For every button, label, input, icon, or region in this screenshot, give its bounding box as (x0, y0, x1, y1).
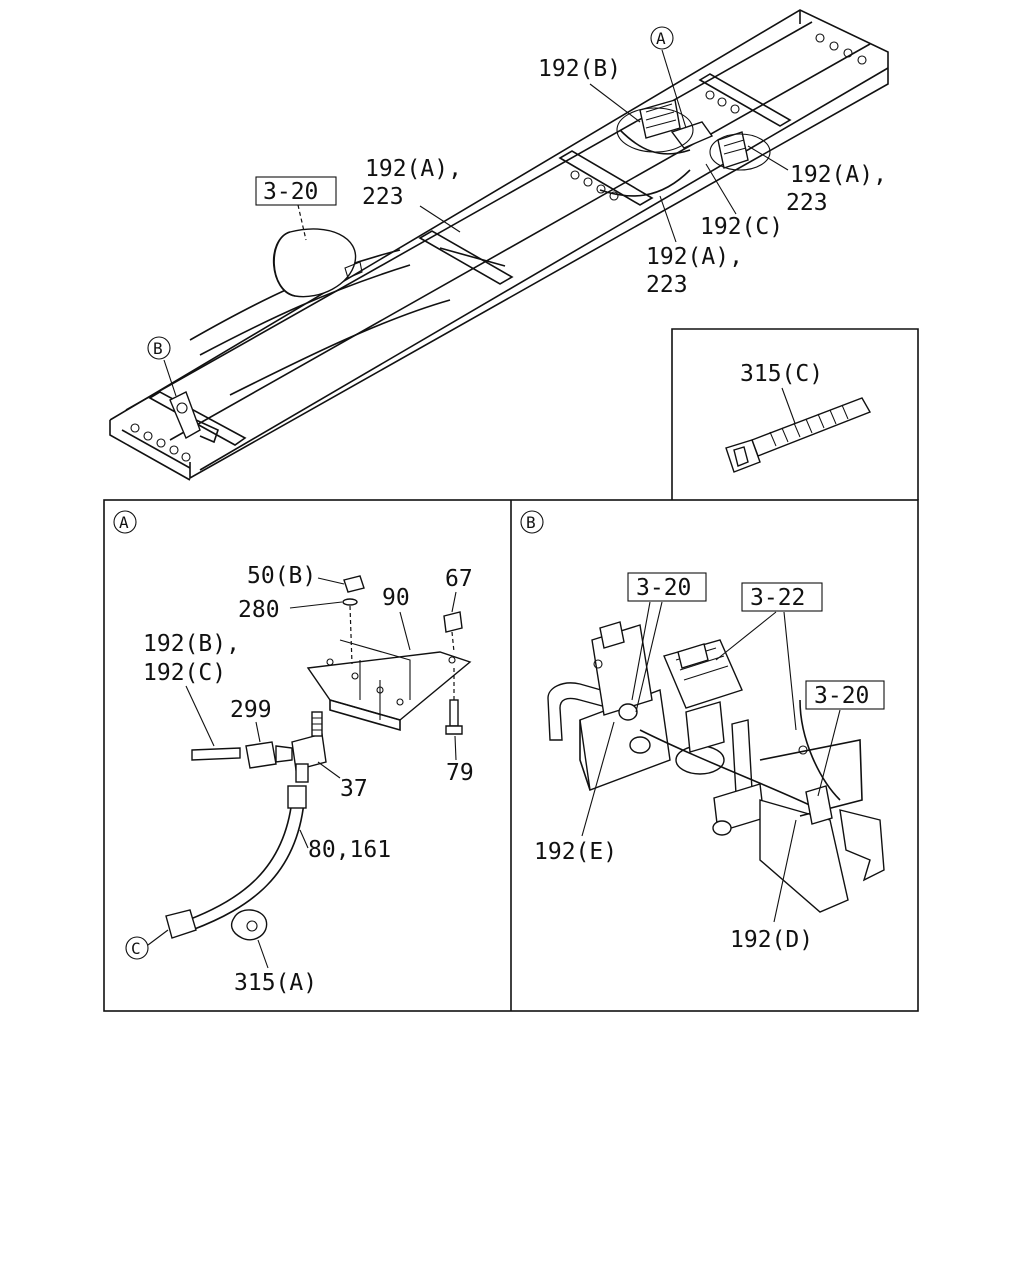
cable-tie-icon (725, 397, 872, 473)
detail-b-marker-overview[interactable]: B (147, 336, 171, 360)
callout-192b: 192(B) (538, 56, 621, 82)
detail-a-panel: A (113, 510, 474, 996)
callout-192a-right: 192(A), (790, 162, 887, 188)
nut-67-icon (443, 611, 463, 633)
hose-fitting-top-icon (287, 785, 307, 809)
bracket-plate-90 (306, 639, 472, 732)
detail-b-marker-overview-label: B (153, 339, 163, 358)
detail-b-panel: B 3 (520, 510, 885, 953)
detail-a-marker-label: A (119, 513, 129, 532)
chassis-frame-illustration (109, 9, 889, 481)
tube-192-icon (191, 747, 241, 761)
label-67: 67 (445, 566, 473, 592)
callout-192a-low: 192(A), (646, 244, 743, 270)
cable-tie-label: 315(C) (740, 361, 823, 387)
detail-b-marker-label: B (526, 513, 536, 532)
label-192c: 192(C) (143, 660, 226, 686)
detail-a-marker-overview[interactable]: A (650, 26, 674, 50)
ref-box-3-22-label: 3-22 (750, 585, 805, 611)
connector-c-marker-label: C (131, 939, 141, 958)
label-50b: 50(B) (247, 563, 316, 589)
washer-280-icon (342, 598, 358, 606)
tee-fitting-37-icon (291, 711, 327, 783)
label-90: 90 (382, 585, 410, 611)
connector-299-icon (245, 741, 277, 769)
ref-box-3-20-right-label: 3-20 (814, 683, 869, 709)
hose-fitting-bottom-icon (165, 909, 197, 939)
nut-50b-icon (343, 575, 365, 593)
detail-b-marker: B (520, 510, 544, 534)
ref-box-3-20-overview-label: 3-20 (263, 179, 318, 205)
callout-223-mid: 223 (362, 184, 404, 210)
ref-box-3-20-overview[interactable] (255, 176, 337, 206)
callout-223-right: 223 (786, 190, 828, 216)
label-192e: 192(E) (534, 839, 617, 865)
valve-assembly-illustration (547, 621, 885, 913)
label-79: 79 (446, 760, 474, 786)
label-280: 280 (238, 597, 280, 623)
callout-223-low: 223 (646, 272, 688, 298)
label-315a: 315(A) (234, 970, 317, 996)
label-299: 299 (230, 697, 272, 723)
detail-a-marker-overview-label: A (656, 29, 666, 48)
callout-192a-mid: 192(A), (365, 156, 462, 182)
ref-box-3-20-left[interactable] (627, 572, 707, 602)
inset-cable-tie: 315(C) (671, 328, 919, 500)
label-80-161: 80,161 (308, 837, 391, 863)
label-192b: 192(B), (143, 631, 240, 657)
ref-box-3-22[interactable] (741, 582, 823, 612)
label-37: 37 (340, 776, 368, 802)
overview-callouts: 192(B) 192(A), 223 192(A), 223 192(C) 19… (147, 26, 887, 397)
bolt-79-icon (445, 699, 463, 735)
ref-box-3-20-left-label: 3-20 (636, 575, 691, 601)
clip-315a-icon (230, 909, 268, 941)
ref-box-3-20-right[interactable] (805, 680, 885, 710)
label-192d: 192(D) (730, 927, 813, 953)
detail-a-marker: A (113, 510, 137, 534)
callout-192c: 192(C) (700, 214, 783, 240)
connector-c-marker: C (125, 936, 149, 960)
